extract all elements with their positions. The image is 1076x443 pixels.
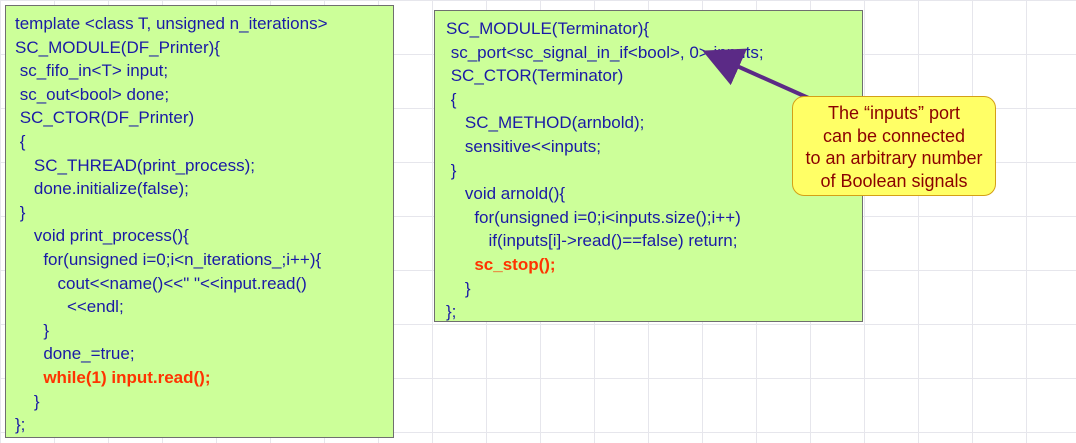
code-line: template <class T, unsigned n_iterations… [15, 14, 328, 33]
code-line: } [15, 391, 40, 411]
code-line: sensitive<<inputs; [446, 136, 601, 156]
code-line: SC_CTOR(Terminator) [446, 66, 624, 86]
code-line: sc_port<sc_signal_in_if<bool>, 0> inputs… [446, 42, 764, 62]
code-line: void arnold(){ [446, 184, 566, 204]
code-line: } [15, 202, 26, 222]
code-line: while(1) input.read(); [15, 367, 211, 387]
code-line: if(inputs[i]->read()==false) return; [446, 231, 738, 251]
code-line: <<endl; [15, 297, 124, 317]
code-line: void print_process(){ [15, 226, 189, 246]
callout-line: to an arbitrary number [805, 148, 983, 168]
callout-line: The “inputs” port [827, 103, 961, 123]
code-line: { [446, 89, 457, 109]
code-line: for(unsigned i=0;i<inputs.size();i++) [446, 207, 741, 227]
code-line: }; [15, 415, 26, 435]
left-code-box: template <class T, unsigned n_iterations… [5, 5, 394, 438]
callout-line: can be connected [822, 125, 966, 146]
code-line: sc_fifo_in<T> input; [15, 61, 169, 81]
callout-note: The “inputs” port can be connected to an… [792, 96, 996, 196]
code-line: } [15, 320, 50, 340]
code-line: SC_MODULE(DF_Printer){ [15, 37, 220, 57]
code-line: cout<<name()<<" "<<input.read() [15, 273, 307, 293]
code-line: done.initialize(false); [15, 179, 189, 199]
code-line: SC_THREAD(print_process); [15, 155, 255, 175]
code-line: } [446, 278, 471, 298]
code-line: }; [446, 302, 457, 322]
code-line: SC_METHOD(arnbold); [446, 113, 645, 133]
callout-line: of Boolean signals [820, 170, 968, 191]
code-line: for(unsigned i=0;i<n_iterations_;i++){ [15, 249, 322, 269]
code-line: SC_CTOR(DF_Printer) [15, 108, 195, 128]
code-line: sc_stop(); [446, 254, 556, 274]
code-line: { [15, 131, 26, 151]
code-line: SC_MODULE(Terminator){ [446, 19, 650, 38]
code-line: sc_out<bool> done; [15, 84, 170, 104]
code-line: done_=true; [15, 344, 135, 364]
code-line: } [446, 160, 457, 180]
